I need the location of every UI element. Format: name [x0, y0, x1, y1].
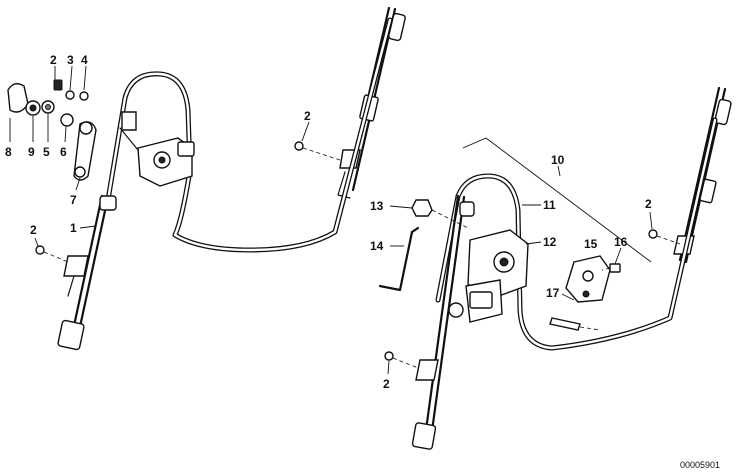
- callout-13: 13: [370, 199, 384, 213]
- callout-1: 1: [70, 221, 77, 235]
- cable-left-assembly: [105, 17, 393, 253]
- callout-10: 10: [551, 153, 565, 167]
- callout-7: 7: [70, 193, 77, 207]
- callout-2: 2: [645, 197, 652, 211]
- callout-6: 6: [60, 145, 67, 159]
- callout-9: 9: [28, 145, 35, 159]
- callout-14: 14: [370, 239, 384, 253]
- guide-rail-left-assembly: [337, 6, 406, 199]
- callout-2: 2: [304, 109, 311, 123]
- screw-right-lower: [384, 351, 419, 369]
- crank-arm: [73, 121, 97, 181]
- screw-left-lower: [35, 245, 69, 263]
- manual-window-regulator: [7, 6, 406, 351]
- bolt-17: [549, 317, 601, 331]
- lifting-channel-right: [411, 194, 475, 450]
- guide-rail-right-assembly: [673, 86, 732, 264]
- regulator-gearbox: [119, 111, 195, 187]
- cable-right-assembly: [435, 117, 718, 351]
- screw-right-upper: [648, 229, 681, 245]
- callout-15: 15: [584, 237, 598, 251]
- electric-window-regulator: [378, 86, 732, 450]
- lifting-channel: [57, 194, 117, 351]
- document-number: 00005901: [680, 460, 720, 470]
- emergency-crank: [378, 226, 420, 292]
- callout-12: 12: [543, 235, 557, 249]
- callout-17: 17: [546, 286, 560, 300]
- callout-4: 4: [81, 53, 88, 67]
- window-motor: [448, 229, 529, 323]
- leader-lines: [9, 65, 653, 375]
- mounting-bracket: [565, 255, 611, 303]
- callout-2: 2: [383, 377, 390, 391]
- callouts: 2 3 4 8 9 5 6 7 1 2 2 10 11 12 13 14 15 …: [5, 53, 652, 391]
- callout-5: 5: [43, 145, 50, 159]
- screw-left-upper: [294, 141, 341, 161]
- callout-11: 11: [543, 198, 556, 212]
- callout-2: 2: [50, 53, 57, 67]
- callout-3: 3: [67, 53, 74, 67]
- callout-2: 2: [30, 223, 37, 237]
- handle-parts: [7, 79, 89, 127]
- callout-16: 16: [614, 235, 628, 249]
- callout-8: 8: [5, 145, 12, 159]
